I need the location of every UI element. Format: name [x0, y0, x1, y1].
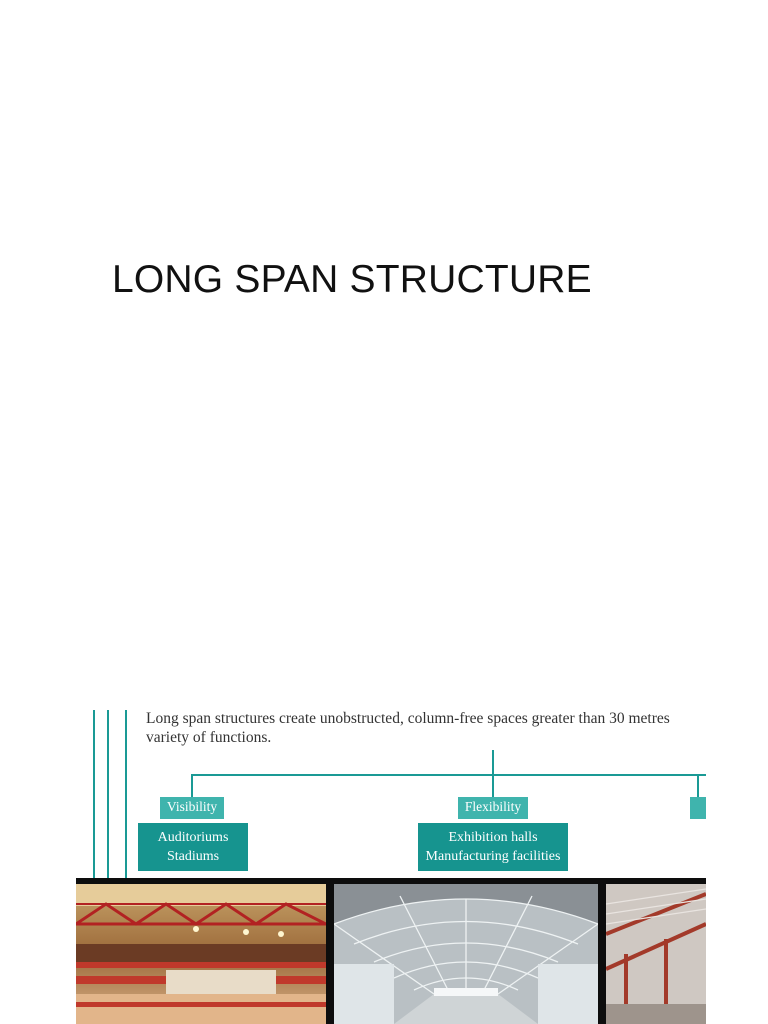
- category-box-flexibility: Exhibition halls Manufacturing facilitie…: [418, 823, 568, 871]
- connector-drop: [697, 774, 699, 798]
- intro-line: variety of functions.: [146, 729, 272, 746]
- arched-hall-photo: [334, 884, 598, 1024]
- category-item: Stadiums: [166, 849, 220, 864]
- category-item: Auditoriums: [157, 830, 229, 845]
- slide-title: LONG SPAN STRUCTURE: [112, 258, 592, 301]
- connector-drop: [191, 774, 193, 798]
- connector-drop: [492, 750, 494, 798]
- category-tag-partial: [690, 797, 706, 819]
- connector-line: [191, 774, 706, 776]
- intro-text: Long span structures create unobstructed…: [146, 709, 706, 747]
- category-tag-flexibility: Flexibility: [458, 797, 528, 819]
- accent-line: [93, 710, 95, 878]
- photo-strip: [76, 878, 706, 1024]
- category-tag-visibility: Visibility: [160, 797, 224, 819]
- infographic-panel: Long span structures create unobstructed…: [76, 704, 706, 1024]
- steel-frame-photo: [606, 884, 706, 1024]
- intro-line: Long span structures create unobstructed…: [146, 710, 670, 727]
- accent-line: [125, 710, 127, 878]
- category-item: Manufacturing facilities: [425, 849, 561, 864]
- accent-line: [107, 710, 109, 878]
- category-box-visibility: Auditoriums Stadiums: [138, 823, 248, 871]
- category-item: Exhibition halls: [448, 830, 538, 845]
- sports-hall-photo: [76, 884, 326, 1024]
